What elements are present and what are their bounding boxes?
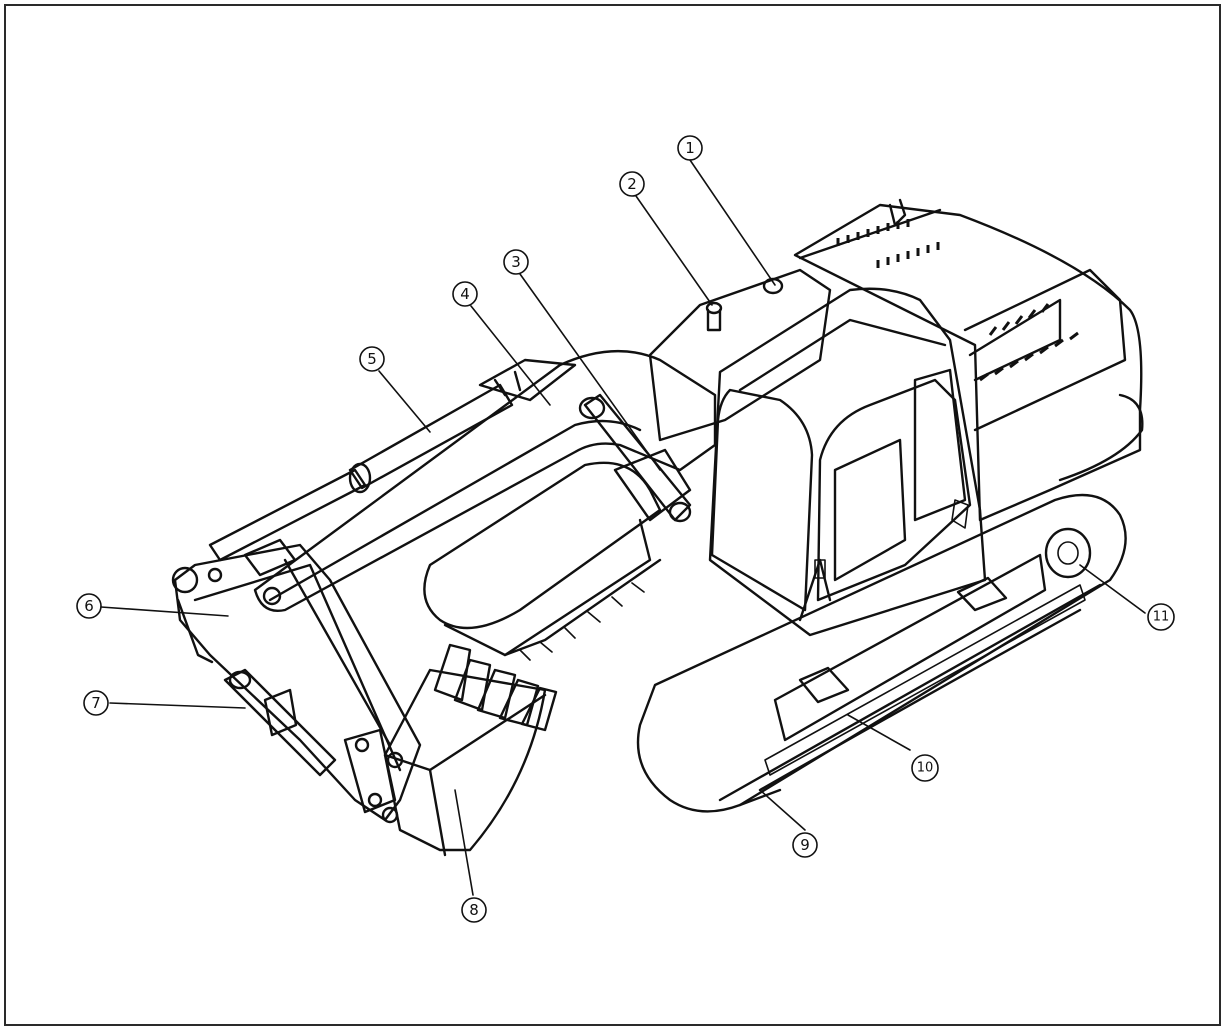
svg-text:5: 5: [367, 350, 377, 368]
svg-text:2: 2: [627, 175, 637, 193]
callout-9: 9: [792, 832, 818, 858]
leader-lines: [100, 159, 1146, 896]
svg-text:6: 6: [84, 597, 94, 615]
svg-text:3: 3: [511, 253, 521, 271]
rear-crawler-track: [423, 461, 662, 661]
callout-10: 10: [911, 754, 939, 782]
callout-7: 7: [83, 690, 109, 716]
svg-text:11: 11: [1153, 610, 1170, 625]
svg-text:8: 8: [469, 901, 479, 919]
svg-text:1: 1: [685, 139, 695, 157]
drawing-frame: [4, 4, 1221, 1026]
callout-8: 8: [461, 897, 487, 923]
arm-cylinder: [208, 358, 577, 562]
boom-cylinder: [578, 393, 692, 523]
arm: [171, 538, 422, 822]
svg-text:9: 9: [800, 836, 810, 854]
svg-text:10: 10: [917, 761, 934, 776]
upper-structure: [648, 198, 1144, 637]
bucket: [381, 643, 558, 857]
callout-4: 4: [452, 281, 478, 307]
svg-text:4: 4: [460, 285, 470, 303]
callout-6: 6: [76, 593, 102, 619]
callout-3: 3: [503, 249, 529, 275]
callout-2: 2: [619, 171, 645, 197]
callout-1: 1: [677, 135, 703, 161]
svg-text:7: 7: [91, 694, 101, 712]
callout-5: 5: [359, 346, 385, 372]
callout-11: 11: [1147, 603, 1175, 631]
